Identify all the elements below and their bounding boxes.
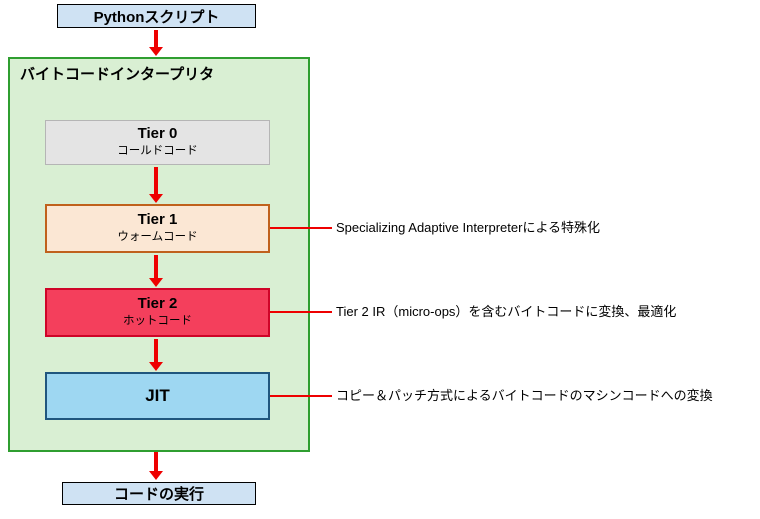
arrow-interpreter-to-execution [149,452,163,480]
arrow-head-icon [149,471,163,480]
jit-annotation: コピー＆パッチ方式によるバイトコードのマシンコードへの変換 [336,388,713,403]
arrow-tier0-to-tier1 [149,167,163,203]
tier1-connector-line [270,227,332,229]
tier2-title: Tier 2 [137,295,178,313]
arrow-script-to-interpreter [149,30,163,56]
arrow-shaft [154,255,158,278]
arrow-head-icon [149,278,163,287]
code-execution-box: コードの実行 [62,482,256,505]
tier2-connector-line [270,311,332,313]
tier2-annotation: Tier 2 IR（micro-ops）を含むバイトコードに変換、最適化 [336,304,677,319]
tier0-box: Tier 0 コールドコード [45,120,270,165]
arrow-head-icon [149,47,163,56]
arrow-tier2-to-jit [149,339,163,371]
arrow-shaft [154,452,158,471]
arrow-head-icon [149,362,163,371]
tier1-title: Tier 1 [137,211,178,229]
arrow-shaft [154,339,158,362]
tier1-annotation: Specializing Adaptive Interpreterによる特殊化 [336,220,601,235]
code-execution-label: コードの実行 [113,486,204,503]
jit-box: JIT [45,372,270,420]
tier1-subtitle: ウォームコード [117,231,198,244]
tier0-subtitle: コールドコード [117,145,198,158]
arrow-shaft [154,30,158,47]
jit-connector-line [270,395,332,397]
python-script-label: Pythonスクリプト [93,8,220,26]
arrow-shaft [154,167,158,194]
python-script-box: Pythonスクリプト [57,4,256,28]
tier1-box: Tier 1 ウォームコード [45,204,270,253]
tier2-box: Tier 2 ホットコード [45,288,270,337]
tier0-title: Tier 0 [137,125,178,143]
interpreter-title: バイトコードインタープリタ [20,66,215,83]
jit-title: JIT [145,386,170,406]
arrow-tier1-to-tier2 [149,255,163,287]
tier2-subtitle: ホットコード [123,315,192,328]
arrow-head-icon [149,194,163,203]
